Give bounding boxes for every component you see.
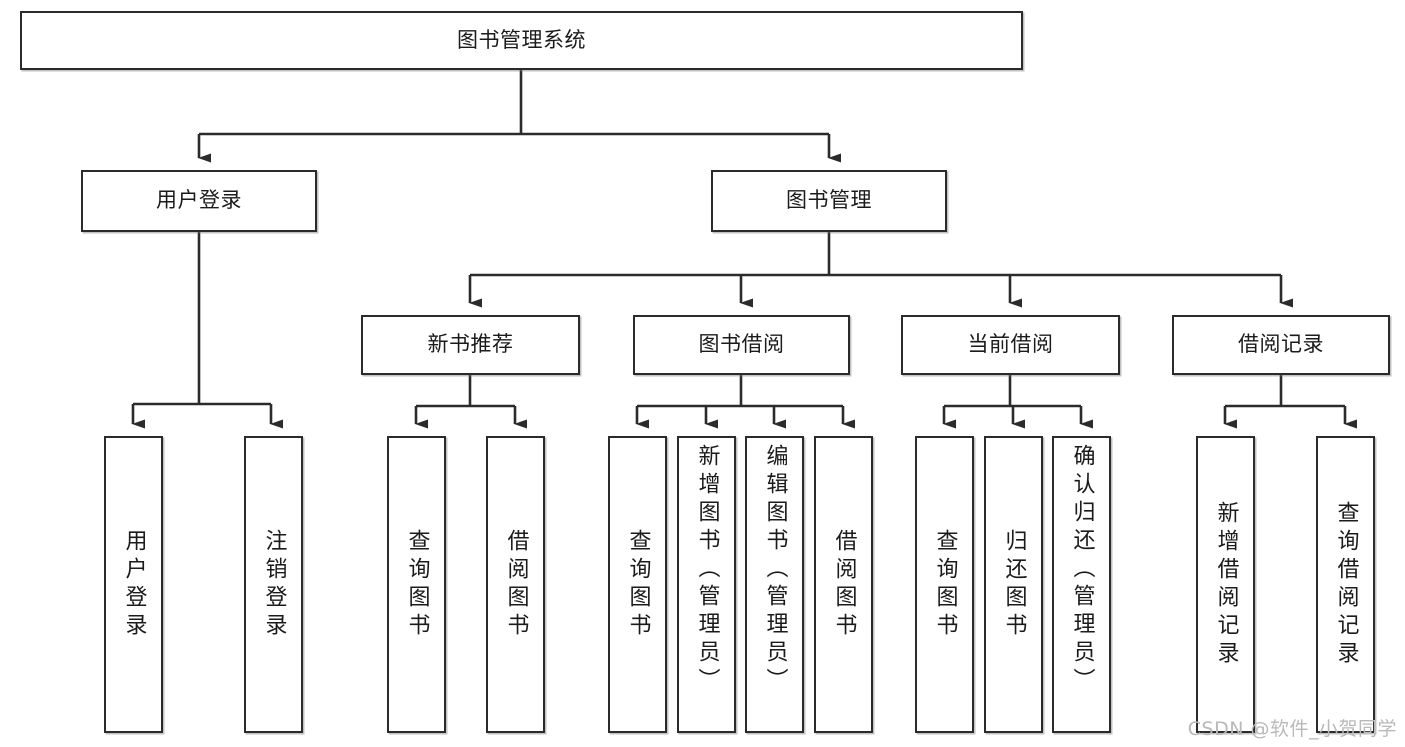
node-leaf-return-book[interactable]: 归还图书 [984,436,1043,733]
node-label: 确认归还（管理员） [1069,444,1095,696]
node-label: 图书管理 [786,188,872,213]
node-leaf-edit-book[interactable]: 编辑图书（管理员） [745,436,804,733]
node-label: 借阅记录 [1238,332,1324,357]
node-book-borrow[interactable]: 图书借阅 [633,315,850,375]
node-label: 注销登录 [261,528,287,641]
node-leaf-add-book[interactable]: 新增图书（管理员） [677,436,736,733]
node-label: 借阅图书 [503,528,529,641]
node-leaf-query-book-1[interactable]: 查询图书 [387,436,446,733]
node-label: 查询图书 [932,528,958,641]
node-label: 图书管理系统 [457,27,586,52]
node-label: 新书推荐 [427,332,514,357]
node-label: 用户登录 [156,188,242,213]
node-leaf-query-book-2[interactable]: 查询图书 [608,436,667,733]
node-label: 查询借阅记录 [1333,500,1359,669]
node-user-login[interactable]: 用户登录 [81,170,317,232]
node-leaf-borrow-book-2[interactable]: 借阅图书 [814,436,873,733]
node-label: 新增图书（管理员） [694,444,720,696]
node-leaf-query-book-3[interactable]: 查询图书 [915,436,974,733]
node-leaf-add-borrow-record[interactable]: 新增借阅记录 [1196,436,1255,733]
node-label: 编辑图书（管理员） [762,444,788,696]
node-leaf-logout[interactable]: 注销登录 [244,436,303,733]
node-leaf-borrow-book-1[interactable]: 借阅图书 [486,436,545,733]
watermark-text: CSDN @软件_小贺同学 [1187,718,1397,740]
node-book-manage[interactable]: 图书管理 [711,170,947,232]
node-new-book-recommend[interactable]: 新书推荐 [361,315,580,375]
node-book-management-system[interactable]: 图书管理系统 [20,11,1023,70]
node-borrow-record[interactable]: 借阅记录 [1172,315,1390,375]
node-leaf-user-login[interactable]: 用户登录 [104,436,163,733]
node-leaf-query-borrow-record[interactable]: 查询借阅记录 [1316,436,1375,733]
node-label: 新增借阅记录 [1213,500,1239,669]
node-label: 图书借阅 [698,332,785,357]
node-current-borrow[interactable]: 当前借阅 [901,315,1120,375]
node-leaf-confirm-return[interactable]: 确认归还（管理员） [1052,436,1111,733]
node-label: 借阅图书 [831,528,857,641]
node-label: 查询图书 [404,528,430,641]
node-label: 归还图书 [1001,528,1027,641]
node-label: 查询图书 [625,528,651,641]
node-label: 用户登录 [121,528,147,641]
node-label: 当前借阅 [967,332,1054,357]
